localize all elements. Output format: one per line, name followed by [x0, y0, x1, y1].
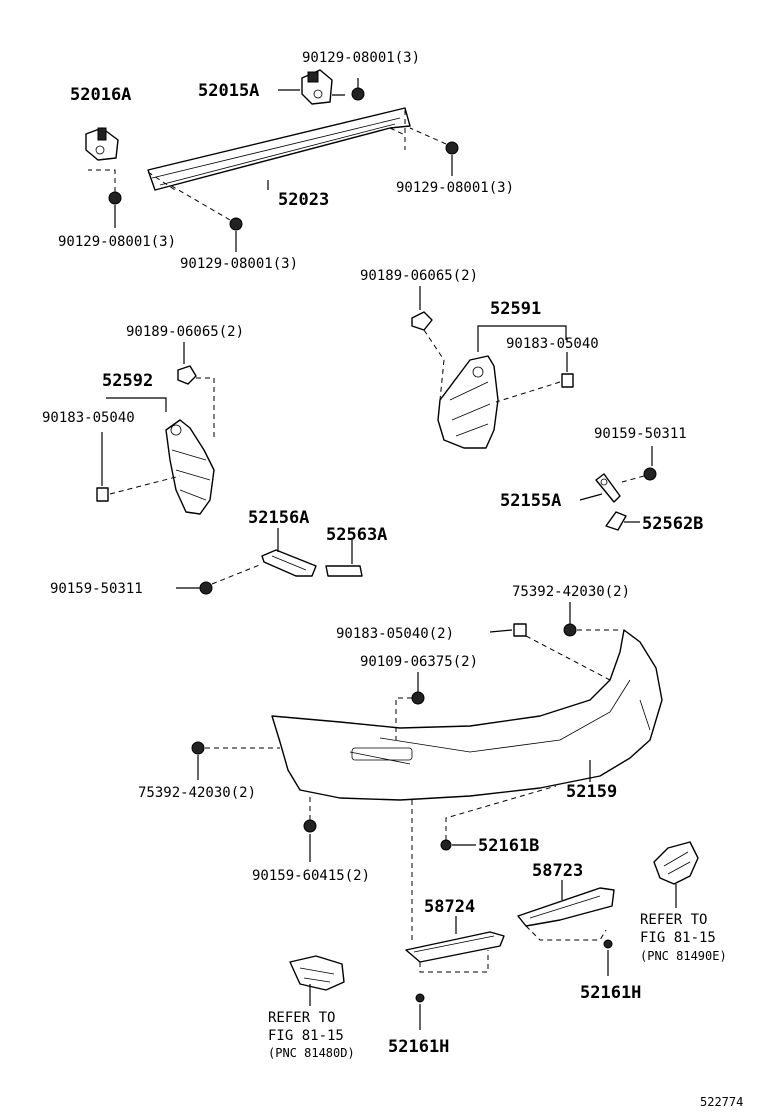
label-52161H-bottom: 52161H: [388, 1037, 449, 1057]
label-52591: 52591: [490, 299, 541, 319]
piece-52563A: [325, 540, 363, 577]
label-90159-60415: 90159-60415(2): [252, 868, 370, 884]
label-58724: 58724: [424, 897, 475, 917]
label-52015A: 52015A: [198, 81, 259, 101]
nut-90183-05040-2: [489, 623, 611, 681]
clip-90189-left: [177, 342, 215, 440]
label-90129-right: 90129-08001(3): [396, 180, 514, 196]
nut-90183-left: [96, 432, 181, 502]
ref-right-line2: FIG 81-15: [640, 930, 716, 946]
reference-part-left: [289, 955, 345, 1006]
label-52155A: 52155A: [500, 491, 561, 511]
label-52161H-right: 52161H: [580, 983, 641, 1003]
label-52016A: 52016A: [70, 85, 131, 105]
label-52156A: 52156A: [248, 508, 309, 528]
bracket-52016A: [85, 127, 119, 161]
nut-90183-right: [495, 352, 574, 403]
bolt-left: [88, 169, 122, 228]
ref-right-line1: REFER TO: [640, 912, 707, 928]
screw-52161H-right: [603, 939, 613, 976]
bolt-top: [332, 78, 365, 101]
retainer-52591: [437, 355, 499, 449]
ref-left-line1: REFER TO: [268, 1010, 335, 1026]
ref-left-line3: (PNC 81480D): [268, 1046, 355, 1060]
label-52023: 52023: [278, 190, 329, 210]
reinforcement-52023: [147, 107, 411, 191]
label-90189-right: 90189-06065(2): [360, 268, 478, 284]
label-90129-top: 90129-08001(3): [302, 50, 420, 66]
ref-right-line3: (PNC 81490E): [640, 949, 727, 963]
figure-id: 522774: [700, 1095, 743, 1109]
screw-52161B: [440, 785, 557, 851]
label-90183-left: 90183-05040: [42, 410, 135, 426]
panel-58723: [517, 880, 615, 941]
label-58723: 58723: [532, 861, 583, 881]
screw-90159-60415: [303, 796, 317, 862]
screw-90159-right: [621, 446, 657, 483]
bolt-90109: [395, 672, 425, 740]
retainer-52592: [165, 419, 215, 515]
label-90183-right: 90183-05040: [506, 336, 599, 352]
panel-58724: [405, 916, 505, 973]
bolt-mid: [169, 184, 243, 252]
screw-52161H-bottom: [415, 993, 425, 1030]
bracket-52156A: [261, 528, 317, 577]
piece-52562B: [605, 511, 640, 531]
label-75392-left: 75392-42030(2): [138, 785, 256, 801]
retainer-75392-right: [563, 602, 622, 637]
clip-90189-right: [411, 286, 445, 401]
label-90129-left: 90129-08001(3): [58, 234, 176, 250]
label-52592: 52592: [102, 371, 153, 391]
ref-left-line2: FIG 81-15: [268, 1028, 344, 1044]
label-90189-left: 90189-06065(2): [126, 324, 244, 340]
label-52563A: 52563A: [326, 525, 387, 545]
label-90159-50311-right: 90159-50311: [594, 426, 687, 442]
label-90129-mid: 90129-08001(3): [180, 256, 298, 272]
bracket-52015A: [301, 69, 333, 105]
label-90109: 90109-06375(2): [360, 654, 478, 670]
bumper-cover-52159: [271, 629, 663, 801]
label-90183-05040-2: 90183-05040(2): [336, 626, 454, 642]
bracket-52155A: [579, 473, 621, 503]
screw-90159-left: [176, 563, 263, 595]
label-52562B: 52562B: [642, 514, 703, 534]
label-52161B: 52161B: [478, 836, 539, 856]
label-90159-50311-left: 90159-50311: [50, 581, 143, 597]
reference-part-right: [653, 841, 699, 908]
bolt-right-top: [409, 127, 459, 176]
label-75392-right: 75392-42030(2): [512, 584, 630, 600]
label-52159: 52159: [566, 782, 617, 802]
retainer-75392-left: [191, 741, 280, 780]
